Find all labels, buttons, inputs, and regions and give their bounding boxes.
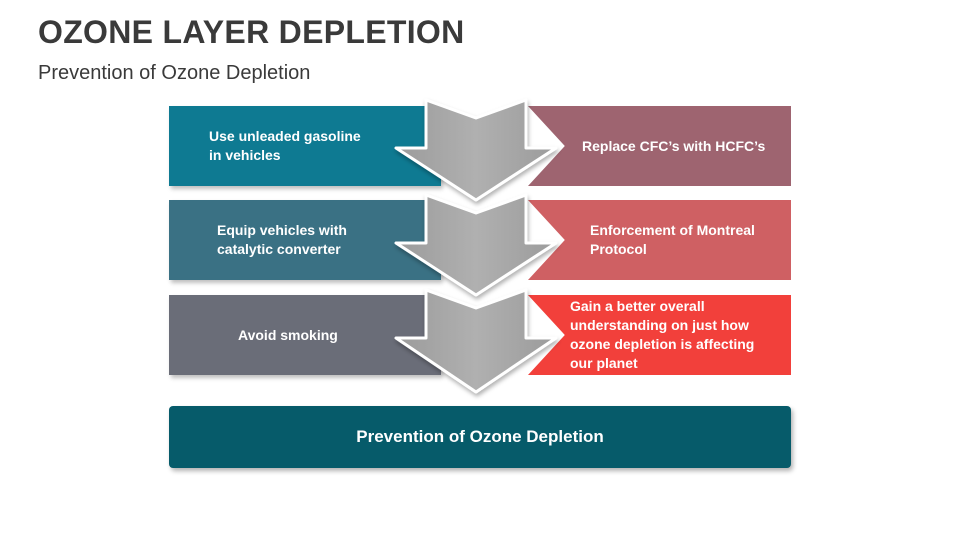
left-box-3: Avoid smoking: [169, 295, 441, 375]
left-box-1: Use unleaded gasoline in vehicles: [169, 106, 441, 186]
chevron-arrows: [394, 98, 558, 394]
right-box-3: Gain a better overall understanding on j…: [528, 295, 791, 375]
chevron-arrow-1: [394, 98, 558, 202]
right-box-2-label: Enforcement of Montreal Protocol: [590, 222, 755, 257]
footer-bar: Prevention of Ozone Depletion: [169, 406, 791, 468]
left-box-2-label: Equip vehicles with catalytic converter: [217, 222, 347, 257]
right-box-2: Enforcement of Montreal Protocol: [528, 200, 791, 280]
chevron-arrow-2: [394, 193, 558, 297]
page-title: OZONE LAYER DEPLETION: [38, 14, 465, 50]
right-box-3-label: Gain a better overall understanding on j…: [570, 298, 755, 371]
right-box-1-label: Replace CFC’s with HCFC’s: [582, 137, 766, 154]
right-box-1: Replace CFC’s with HCFC’s: [528, 106, 791, 186]
chevron-arrow-3: [394, 288, 558, 394]
footer-label: Prevention of Ozone Depletion: [356, 427, 604, 446]
left-box-3-label: Avoid smoking: [238, 326, 338, 343]
left-box-1-label: Use unleaded gasoline in vehicles: [209, 128, 361, 163]
page-subtitle: Prevention of Ozone Depletion: [38, 62, 311, 84]
left-box-2: Equip vehicles with catalytic converter: [169, 200, 441, 280]
